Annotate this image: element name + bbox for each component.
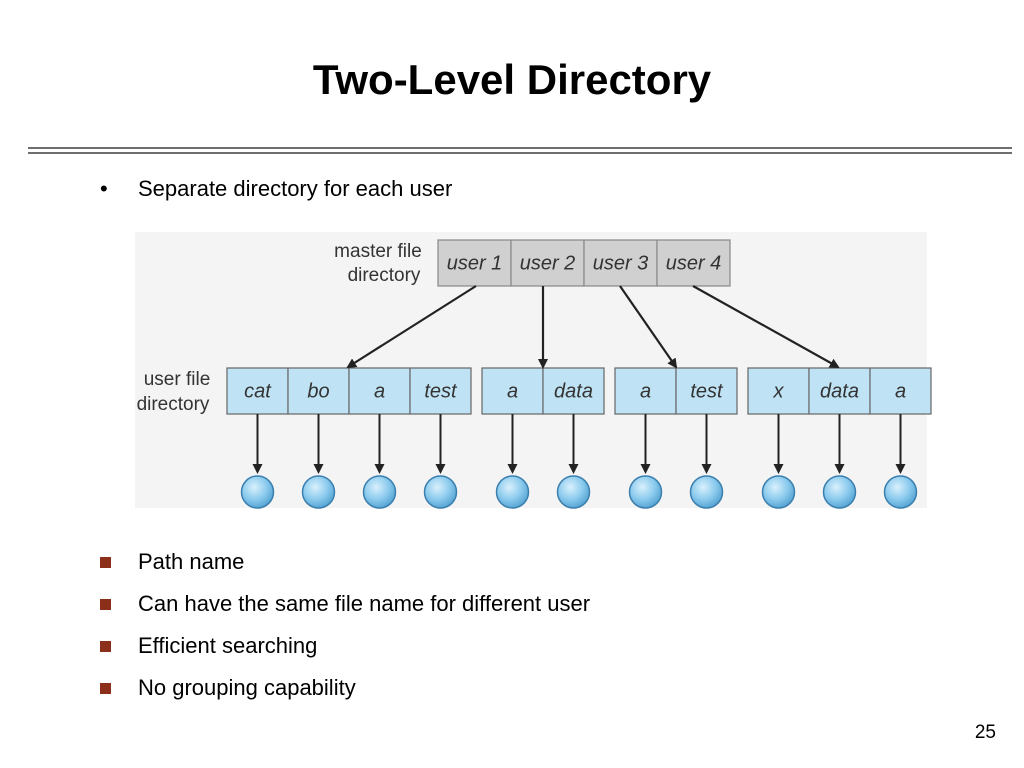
file-node xyxy=(689,475,724,509)
key-point-item: Path name xyxy=(100,541,590,583)
file-node xyxy=(822,475,857,509)
square-bullet-icon xyxy=(100,598,111,610)
ufd-file-label: a xyxy=(640,380,651,402)
mfd-to-ufd-arrow xyxy=(619,285,678,369)
ufd-file-label: data xyxy=(554,380,593,402)
ufd-file-label: a xyxy=(374,380,385,402)
file-node xyxy=(495,475,530,509)
ufd-cell xyxy=(747,367,810,415)
square-bullet-icon xyxy=(100,640,111,652)
mfd-cell xyxy=(583,239,658,287)
ufd-cell xyxy=(808,367,871,415)
file-node xyxy=(423,475,458,509)
file-node xyxy=(556,475,591,509)
file-node xyxy=(628,475,663,509)
mfd-user-label: user 4 xyxy=(666,252,722,274)
mfd-user-label: user 2 xyxy=(520,252,576,274)
ufd-file-label: test xyxy=(424,380,458,402)
key-point-text: No grouping capability xyxy=(138,675,356,700)
file-node xyxy=(761,475,796,509)
ufd-label-line: directory xyxy=(137,394,210,415)
title-divider xyxy=(28,147,1012,149)
ufd-file-label: a xyxy=(507,380,518,402)
key-point-item: No grouping capability xyxy=(100,667,590,709)
key-point-text: Can have the same file name for differen… xyxy=(138,591,591,616)
ufd-cell xyxy=(542,367,605,415)
page-number: 25 xyxy=(974,722,996,743)
ufd-file-label: cat xyxy=(244,380,272,402)
file-node xyxy=(240,475,275,509)
ufd-file-label: test xyxy=(690,380,724,402)
bullet-dot: • xyxy=(100,176,108,201)
mfd-user-label: user 1 xyxy=(447,252,503,274)
ufd-label-line: user file xyxy=(144,369,211,390)
file-node xyxy=(883,475,918,509)
mfd-to-ufd-arrow xyxy=(346,285,477,369)
square-bullet-icon xyxy=(100,682,111,694)
ufd-file-label: bo xyxy=(307,380,329,402)
slide-title: Two-Level Directory xyxy=(312,56,712,103)
title-divider-secondary xyxy=(28,152,1012,154)
key-point-text: Path name xyxy=(138,549,245,574)
ufd-cell xyxy=(287,367,350,415)
key-point-item: Efficient searching xyxy=(100,625,590,667)
mfd-to-ufd-arrow xyxy=(692,285,840,368)
mfd-user-label: user 3 xyxy=(593,252,649,274)
mfd-label-line: master file xyxy=(334,241,422,262)
intro-bullet: • Separate directory for each user xyxy=(100,176,452,202)
ufd-file-label: x xyxy=(773,380,785,402)
key-point-text: Efficient searching xyxy=(138,633,318,658)
ufd-file-label: a xyxy=(895,380,906,402)
mfd-label-line: directory xyxy=(348,265,421,286)
ufd-file-label: data xyxy=(820,380,859,402)
mfd-cell xyxy=(510,239,585,287)
intro-bullet-text: Separate directory for each user xyxy=(138,176,453,201)
ufd-cell xyxy=(409,367,472,415)
file-node xyxy=(301,475,336,509)
key-point-item: Can have the same file name for differen… xyxy=(100,583,590,625)
file-node xyxy=(362,475,397,509)
square-bullet-icon xyxy=(100,556,111,568)
